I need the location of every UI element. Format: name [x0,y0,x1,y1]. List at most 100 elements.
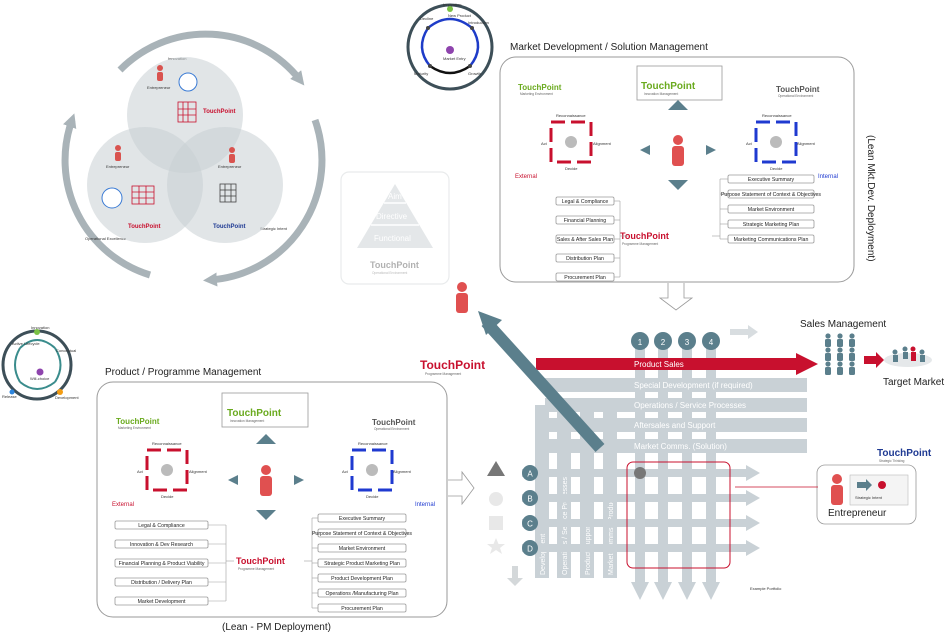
product-int-cycle [350,448,394,492]
market-tp-left: TouchPoint [518,83,562,92]
ring-arrow-right [203,118,326,287]
connector-arrows [448,283,694,506]
band-label: Operations / Service Processes [634,401,746,410]
band-label: Special Development (if required) [634,381,753,390]
left-cycle-label-1: Active Lifecycle [12,341,40,346]
matrix-band [545,439,807,453]
pm-red-person [456,282,468,313]
sales-person-icon [837,361,843,367]
market-int-recon: Reconnaissance [762,113,792,118]
market-tp-hub: TouchPoint [620,231,669,241]
pyramid-level-0: Aim [388,192,402,201]
left-cycle-label-3: Will-choice [30,376,50,381]
list-box [114,539,209,549]
row-letter: B [527,495,532,504]
market-ext-cycle [549,120,593,164]
number-circle [678,332,696,350]
band-product-sales [536,358,796,370]
ring-arrow-left [61,113,152,279]
product-tp-center-sub: Innovation Management [230,419,264,423]
venn-person-top [157,65,163,81]
venn-person-left [115,145,121,161]
list-box-label: Legal & Compliance [562,199,609,205]
product-ext-decide: Decide [161,494,174,499]
mini-cycle-icon-top [178,72,198,92]
row-letter: C [527,520,533,529]
product-deployment-label: (Lean - PM Deployment) [222,622,331,632]
list-box-label: Procurement Plan [564,275,606,281]
matrix-column-label: Development [540,534,547,575]
pm-diagonal-arrow [478,311,605,453]
market-int-act: Act [746,141,753,146]
row-letter-circle [522,465,538,481]
product-ext-act: Act [137,469,144,474]
product-int-decide: Decide [366,494,379,499]
grid-icon-left [131,185,155,205]
list-box-label: Strategic Product Marketing Plan [324,561,400,567]
market-deployment-label: (Lean Mkt.Dev. Deployment) [865,135,876,262]
grid-icon-right [219,183,237,203]
list-box-label: Market Environment [339,546,386,552]
left-cycle-label-2: Conceptual [56,348,76,353]
mini-cycle-icon-left [101,187,123,209]
row-letter-circle [522,515,538,531]
list-box-label: Executive Summary [748,177,795,183]
top-cycle-label-3: Growth [468,71,481,76]
product-tp-left-sub: Marketing Environment [118,426,151,430]
matrix-row [522,494,747,502]
number-circle [702,332,720,350]
matrix-row [522,519,747,527]
market-int-decide: Decide [770,166,783,171]
matrix-row [522,544,747,552]
matrix-band [545,418,807,432]
number-label: 3 [685,338,690,347]
list-box-label: Market Development [138,599,186,605]
faded-pyramid: Aim Directive Functional TouchPoint Oper… [340,171,450,285]
touchpoint-right: TouchPoint [213,224,246,230]
list-box [114,520,209,530]
pyramid-brand: TouchPoint [370,260,419,270]
sales-management-label: Sales Management [800,319,886,330]
number-circle [631,332,649,350]
sales-person-icon [849,361,855,367]
right-side: Sales Management Target Market TouchPoin… [735,319,944,525]
product-tp-hub: TouchPoint [236,556,285,566]
list-box [727,204,815,214]
row-letter: A [527,470,533,479]
touchpoint-left: TouchPoint [128,224,161,230]
list-box [555,215,615,225]
sales-person-icon [825,361,831,367]
list-box-label: Innovation & Dev Research [130,542,193,548]
sm-touchpoint-sub: Strategic Thinking [879,459,905,463]
list-box [555,196,615,206]
market-person-hub [640,100,716,190]
sales-person-icon [837,333,843,339]
entrepreneur-label: Entrepreneur [828,508,887,519]
sales-person-icon [849,347,855,353]
row-shape-icons [487,461,523,586]
matrix-band [545,398,807,412]
band-label: Aftersales and Support [634,421,716,430]
list-box-label: Strategic Marketing Plan [743,222,800,228]
product-panel-title: Product / Programme Management [105,367,261,378]
ring-label-strategic: Strategic Intent [260,226,288,231]
sales-people [825,333,855,375]
list-box-label: Legal & Compliance [138,523,185,529]
top-cycle-label-2: Introduction [468,20,489,25]
row-letter: D [527,545,533,554]
list-box [317,588,407,598]
example-portfolio: Example Portfolio [750,586,782,591]
grid-icon-top [177,101,197,123]
product-ext-recon: Reconnaissance [152,441,182,446]
left-cycle-label-4: Release [2,394,17,399]
number-label: 1 [638,338,643,347]
list-box [555,253,615,263]
list-box-label: Product Development Plan [331,576,393,582]
list-box-label: Procurement Plan [341,606,383,612]
market-tp-right-sub: Operational Environment [778,94,813,98]
band-label: Market Comms. (Solution) [634,442,727,451]
